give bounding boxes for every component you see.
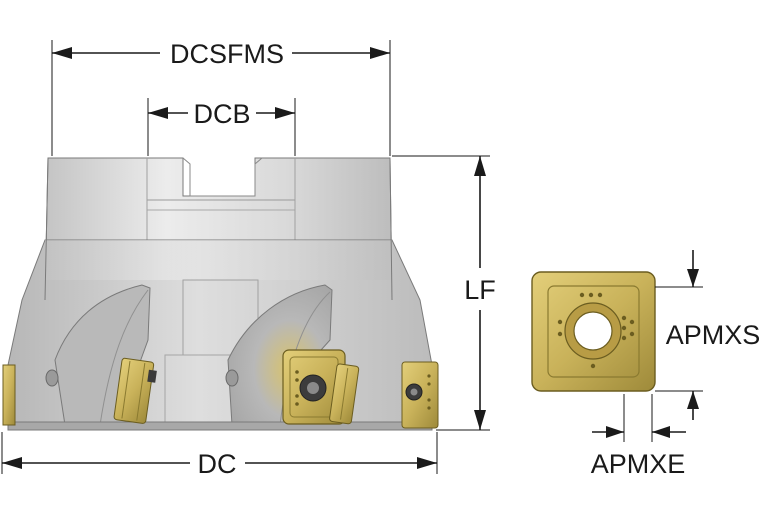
label-apmxe: APMXE [591,449,686,479]
label-lf: LF [464,275,496,305]
dimension-dc: DC [1,432,438,479]
cutter-body [7,157,433,431]
dimension-dcb: DCB [147,98,296,156]
square-insert [531,271,656,392]
insert-right [401,361,439,429]
cutter-inserts [2,349,439,429]
label-dc: DC [198,449,237,479]
dimension-lf: LF [392,155,496,431]
label-dcb: DCB [193,99,250,129]
label-apmxs: APMXS [666,320,761,350]
insert-center [282,349,346,425]
keyway-slot [182,157,263,197]
dimension-dcsfms: DCSFMS [51,39,391,156]
dimension-apmxe: APMXE [591,394,686,479]
insert-left-edge [2,364,16,426]
label-dcsfms: DCSFMS [170,39,284,69]
insert-center-side [329,363,360,425]
dimension-apmxs: APMXS [655,250,760,420]
insert-left [113,357,157,424]
